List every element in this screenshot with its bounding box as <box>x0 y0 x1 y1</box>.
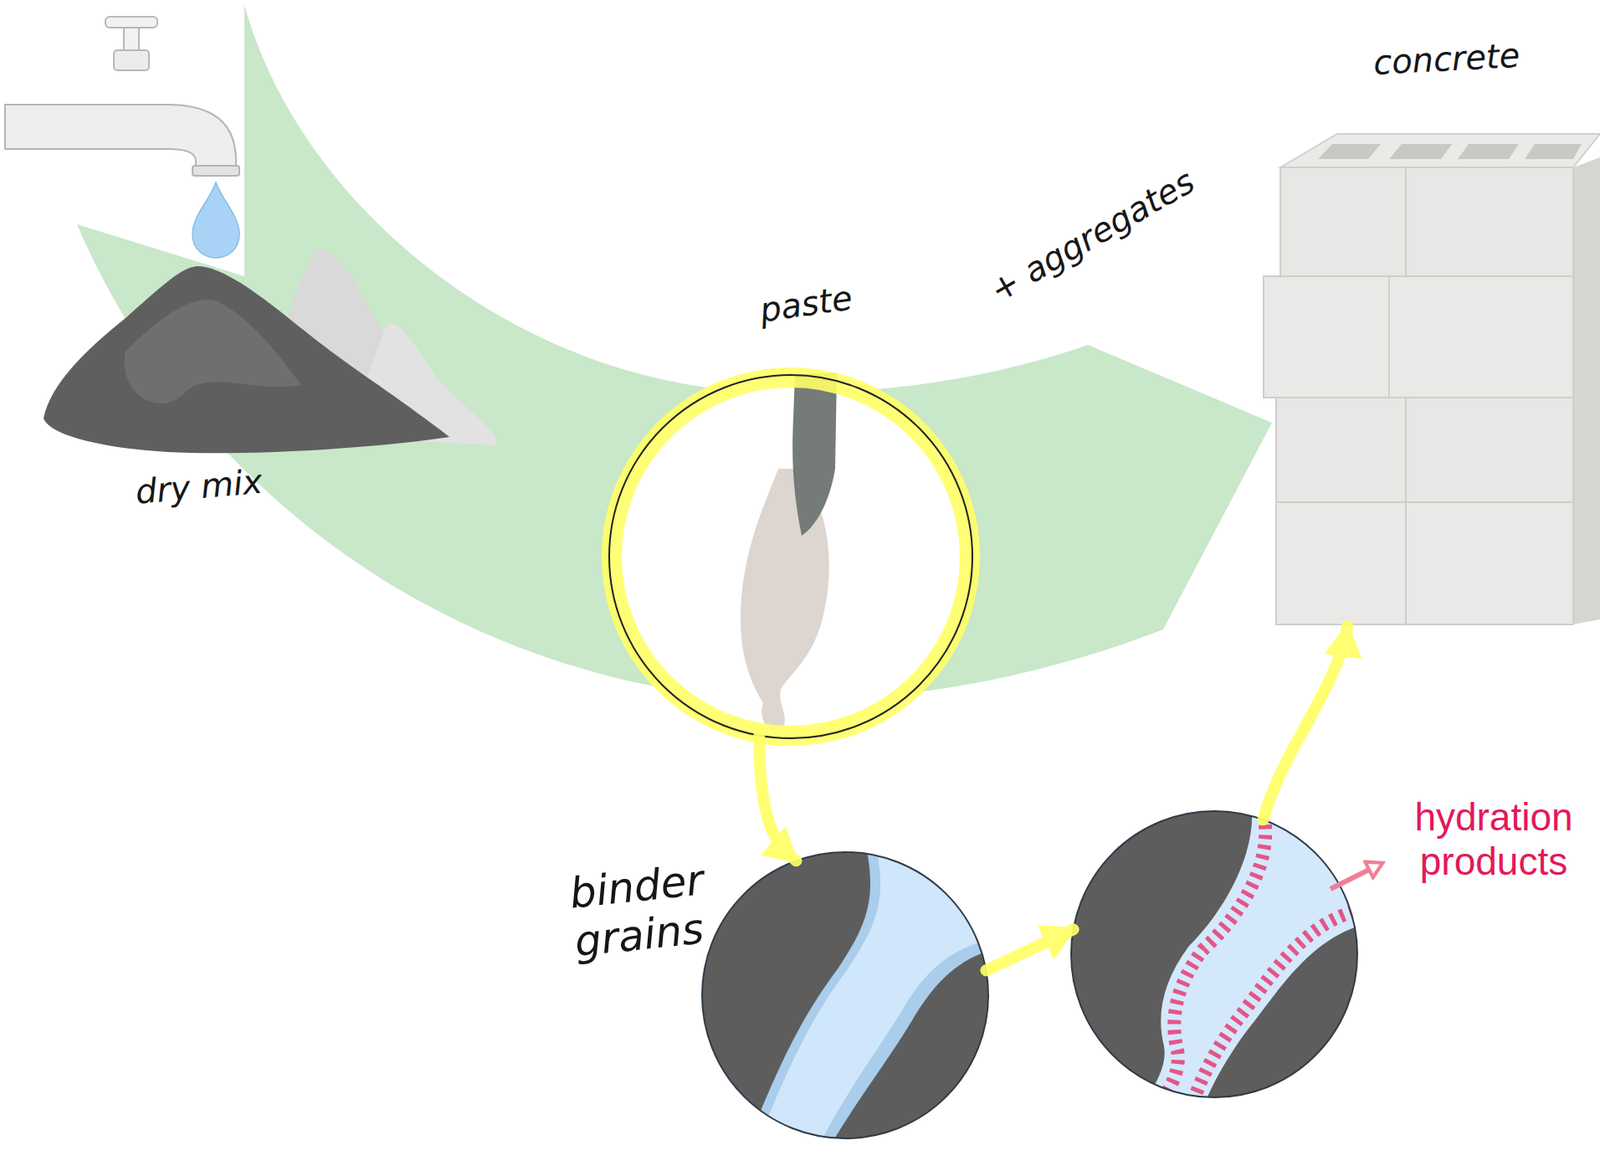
band-label: + aggregates <box>983 150 1221 310</box>
binder-micro-view: binder grains <box>552 845 996 1161</box>
hydration-micro-view: hydration products <box>1062 786 1600 1105</box>
block <box>1405 397 1574 503</box>
faucet-nozzle <box>192 165 240 176</box>
block-hole <box>1389 143 1452 159</box>
block <box>1276 502 1406 625</box>
node-label: concrete <box>1372 33 1559 82</box>
block-hole <box>1524 143 1582 159</box>
faucet-collar <box>113 50 149 71</box>
block <box>1276 397 1406 503</box>
flow-arrow <box>1262 625 1348 820</box>
dark-pile <box>43 266 450 453</box>
block <box>1280 167 1406 277</box>
view-outline <box>702 851 989 1139</box>
binder-micro-view <box>677 827 1013 1161</box>
concrete-blocks <box>1263 133 1600 625</box>
block <box>1263 276 1390 398</box>
block <box>1405 167 1574 277</box>
binder-grain <box>820 944 1013 1161</box>
block <box>1405 502 1574 625</box>
faucet-stem <box>123 27 139 52</box>
binder-grain <box>1197 920 1382 1122</box>
paste-lens <box>609 373 973 739</box>
yellow-ring <box>611 377 970 736</box>
block-side <box>1573 157 1600 625</box>
block-hole <box>1317 143 1381 159</box>
faucet-handle <box>105 16 158 28</box>
concrete-blocks: concrete <box>1271 33 1600 636</box>
block <box>1389 276 1574 398</box>
node-label: paste <box>757 272 896 330</box>
callout-label: hydration products <box>1391 794 1596 884</box>
hydration-micro-view <box>1046 786 1382 1122</box>
lens-fill <box>609 374 973 739</box>
dry-mix-piles <box>43 249 497 453</box>
block-hole <box>1457 143 1519 159</box>
faucet <box>5 16 240 258</box>
flow-arrow <box>985 928 1073 970</box>
lens-outline <box>609 374 973 739</box>
water-drop <box>192 182 240 258</box>
faucet-body <box>5 104 236 171</box>
pile-shade <box>124 299 302 404</box>
water-edge <box>810 934 1013 1161</box>
node-label: binder grains <box>567 855 719 966</box>
dry-mix-pile: dry mix <box>33 242 503 528</box>
flow-arrow <box>758 735 796 862</box>
node-label: dry mix <box>133 458 304 512</box>
paste-lens: paste <box>598 284 984 754</box>
paste-handle <box>792 373 837 536</box>
block-top <box>1280 133 1600 168</box>
callout-arrow <box>1330 863 1381 889</box>
view-outline <box>1071 810 1358 1098</box>
